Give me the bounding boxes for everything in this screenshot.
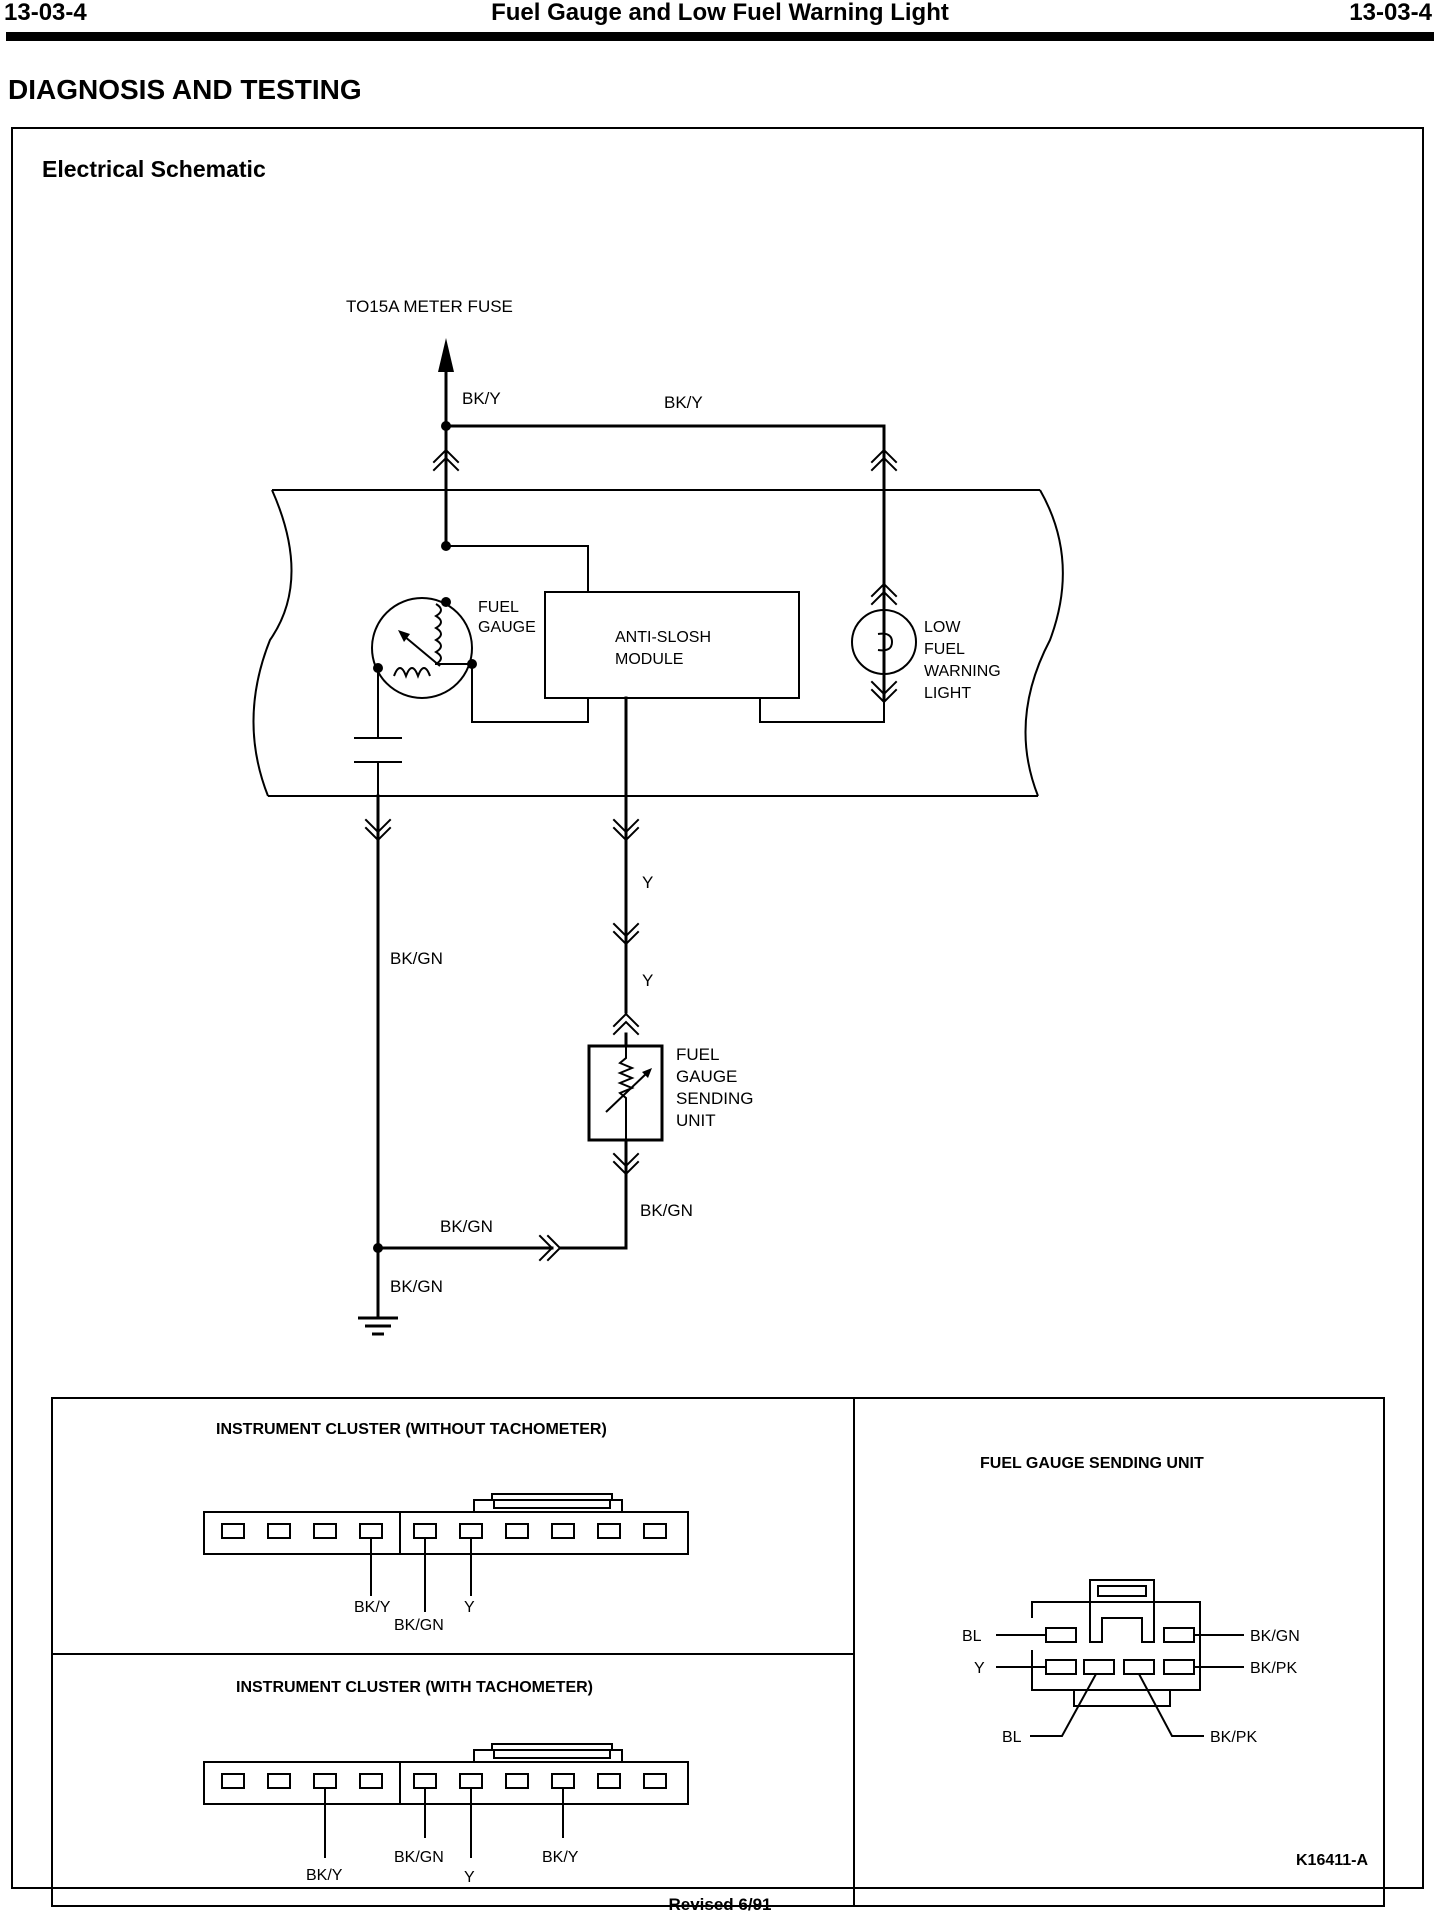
section-title: DIAGNOSIS AND TESTING <box>8 74 362 105</box>
fuel-gauge-symbol <box>371 597 589 723</box>
pin-label-with-tach-bky-1: BK/Y <box>306 1867 343 1884</box>
schematic-title: Electrical Schematic <box>42 156 266 182</box>
sending-unit-label-2: GAUGE <box>676 1067 737 1086</box>
pin-label-with-tach-bky-2: BK/Y <box>542 1849 579 1866</box>
wire-label-y-upper: Y <box>642 873 653 892</box>
power-feed <box>432 338 898 700</box>
wire-label-bky-horizontal: BK/Y <box>664 393 703 412</box>
page-title: Fuel Gauge and Low Fuel Warning Light <box>491 0 949 26</box>
connector-views-box <box>51 1397 1385 1907</box>
figure-id: K16411-A <box>1296 1852 1369 1869</box>
anti-slosh-label-1: ANTI-SLOSH <box>615 629 711 646</box>
low-fuel-label-4: LIGHT <box>924 685 971 702</box>
pin-label-sending-bl-1: BL <box>962 1628 982 1645</box>
wire-label-bkgn-sender: BK/GN <box>640 1201 693 1220</box>
pin-label-sending-bkgn: BK/GN <box>1250 1628 1300 1645</box>
wire-label-y-lower: Y <box>642 971 653 990</box>
connector-without-tach <box>203 1493 689 1612</box>
sending-unit-label-3: SENDING <box>676 1089 753 1108</box>
fuel-gauge-label-2: GAUGE <box>478 619 536 636</box>
pin-label-without-tach-bky: BK/Y <box>354 1599 391 1616</box>
wire-label-bky-vertical: BK/Y <box>462 389 501 408</box>
page-number-left: 13-03-4 <box>4 0 87 26</box>
ground-path <box>354 667 628 1336</box>
connector-title-without-tach: INSTRUMENT CLUSTER (WITHOUT TACHOMETER) <box>216 1421 607 1438</box>
pin-label-sending-bkpk-2: BK/PK <box>1210 1729 1257 1746</box>
wire-label-bkgn-horizontal: BK/GN <box>440 1217 493 1236</box>
page-number-right: 13-03-4 <box>1349 0 1432 26</box>
revision-note: Revised 6/91 <box>668 1895 772 1914</box>
wire-label-bkgn-ground: BK/GN <box>390 1277 443 1296</box>
low-fuel-label-2: FUEL <box>924 641 965 658</box>
sender-wiring <box>587 818 664 1250</box>
low-fuel-label-3: WARNING <box>924 663 1001 680</box>
low-fuel-label-1: LOW <box>924 619 961 636</box>
connector-with-tach <box>203 1743 689 1858</box>
connector-sending-unit <box>996 1579 1244 1737</box>
connector-title-sending-unit: FUEL GAUGE SENDING UNIT <box>980 1455 1204 1472</box>
pin-label-without-tach-bkgn: BK/GN <box>394 1617 444 1634</box>
pin-label-sending-bkpk-1: BK/PK <box>1250 1660 1297 1677</box>
sending-unit-label-4: UNIT <box>676 1111 716 1130</box>
anti-slosh-wiring <box>624 696 885 1014</box>
fuel-gauge-label-1: FUEL <box>478 599 519 616</box>
header-rule <box>6 32 1434 41</box>
page-header: 13-03-4 Fuel Gauge and Low Fuel Warning … <box>0 0 1440 30</box>
pin-label-sending-bl-2: BL <box>1002 1729 1022 1746</box>
cluster-outline <box>252 489 1064 797</box>
sending-unit-label-1: FUEL <box>676 1045 719 1064</box>
wire-label-bkgn-left: BK/GN <box>390 949 443 968</box>
pin-label-with-tach-bkgn: BK/GN <box>394 1849 444 1866</box>
anti-slosh-label-2: MODULE <box>615 651 683 668</box>
anti-slosh-module <box>544 591 800 699</box>
pin-label-sending-y: Y <box>974 1660 985 1677</box>
connector-title-with-tach: INSTRUMENT CLUSTER (WITH TACHOMETER) <box>236 1679 593 1696</box>
low-fuel-light-symbol <box>851 582 917 704</box>
figure-frame <box>11 127 1424 1889</box>
fuse-label: TO15A METER FUSE <box>346 297 513 316</box>
pin-label-without-tach-y: Y <box>464 1599 475 1616</box>
pin-label-with-tach-y: Y <box>464 1869 475 1886</box>
